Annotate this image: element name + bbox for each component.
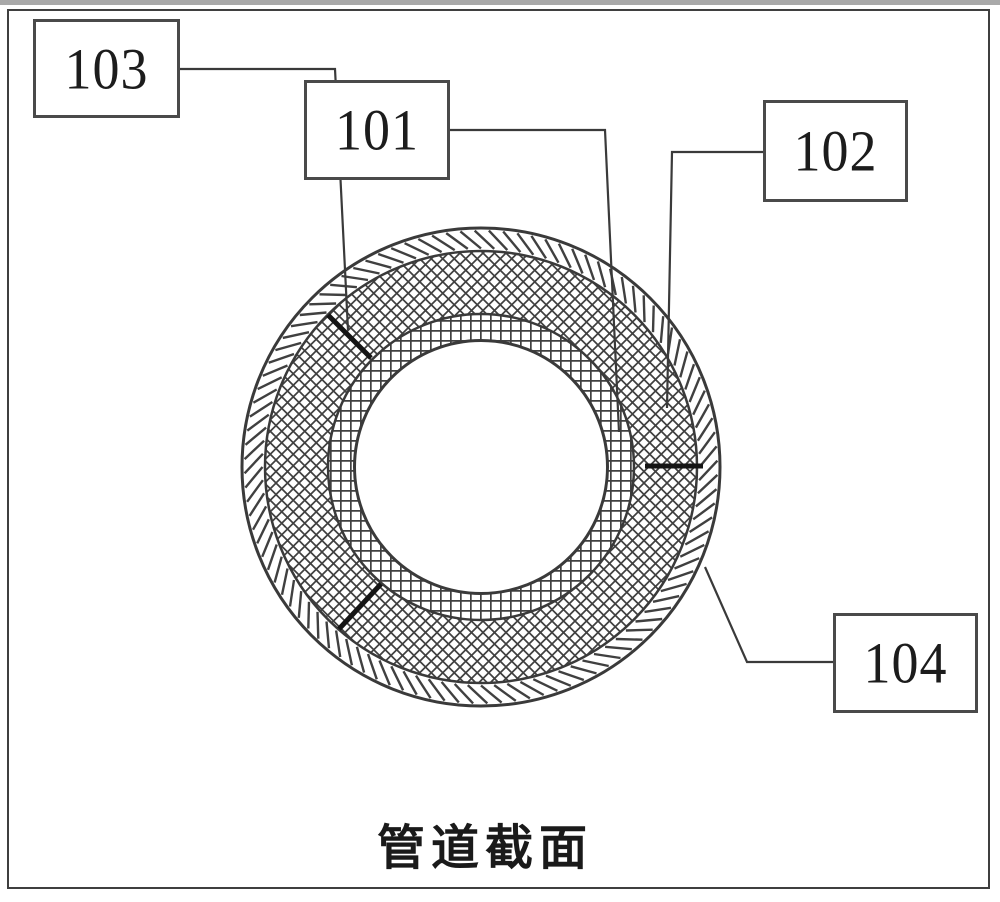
leader-line-103 [180, 67, 350, 331]
leader-line-102 [665, 150, 763, 409]
label-box-101: 101 [304, 80, 450, 180]
leader-line-101 [450, 128, 621, 433]
electrode-tick-lower-left [337, 582, 383, 631]
electrode-tick-upper-left [326, 313, 373, 360]
label-box-102: 102 [763, 100, 908, 202]
label-text-104: 104 [863, 630, 948, 696]
scan-edge-top [0, 0, 1000, 5]
figure-caption: 管道截面 [376, 822, 593, 875]
leader-line-104 [703, 566, 833, 664]
pipe-bore [353, 339, 609, 595]
pipe-outer-layer-rope-hatch [243, 229, 719, 705]
label-box-103: 103 [33, 19, 180, 118]
label-text-103: 103 [64, 36, 149, 101]
label-text-102: 102 [793, 118, 878, 184]
label-text-101: 101 [335, 97, 419, 163]
figure-frame [7, 9, 990, 889]
label-box-104: 104 [833, 613, 978, 713]
